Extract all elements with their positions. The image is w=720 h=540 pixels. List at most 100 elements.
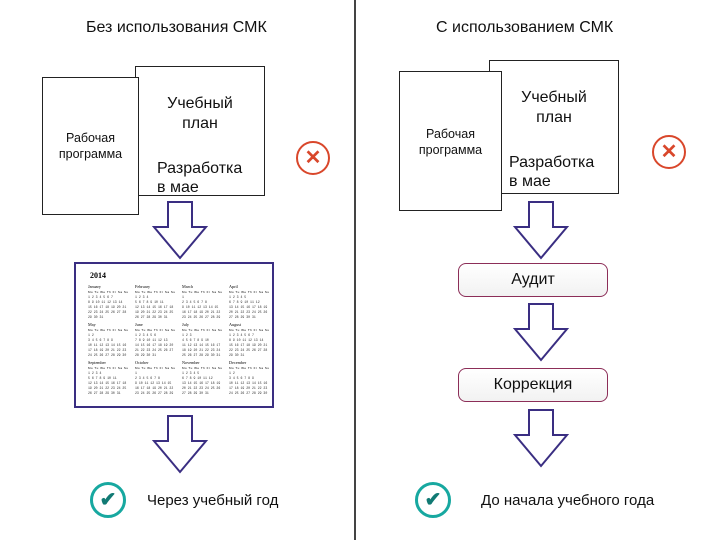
calendar-day-row: 1 2 3 4 5 6 7 <box>229 333 254 337</box>
calendar-month-label: July <box>182 322 190 327</box>
left-result-text: Через учебный год <box>147 492 279 509</box>
calendar-day-row: 19 20 21 22 23 24 25 <box>135 310 173 314</box>
calendar-day-row: 21 22 23 24 25 26 27 <box>135 348 173 352</box>
calendar-weekday-row: Mo Tu We Th Fr Sa Su <box>88 290 128 294</box>
right-result-text: До начала учебного года <box>481 492 655 509</box>
calendar-day-row: 6 7 8 9 10 11 12 <box>182 376 213 380</box>
calendar-weekday-row: Mo Tu We Th Fr Sa Su <box>135 328 175 332</box>
calendar-day-row: 28 29 30 31 <box>135 353 156 357</box>
calendar-day-row: 22 23 24 25 26 27 28 <box>88 310 126 314</box>
calendar-day-row: 1 <box>182 295 184 299</box>
calendar-day-row: 9 10 11 12 13 14 15 <box>182 305 218 309</box>
calendar-weekday-row: Mo Tu We Th Fr Sa Su <box>88 366 128 370</box>
calendar-weekday-row: Mo Tu We Th Fr Sa Su <box>229 366 269 370</box>
calendar-month-label: June <box>135 322 143 327</box>
calendar-day-row: 14 15 16 17 18 19 20 <box>135 343 173 347</box>
audit-stage: Аудит <box>458 263 608 297</box>
calendar-day-row: 1 2 <box>229 371 235 375</box>
calendar-day-row: 12 13 14 15 16 17 18 <box>135 305 173 309</box>
calendar-weekday-row: Mo Tu We Th Fr Sa Su <box>229 328 269 332</box>
left-work-program-card <box>42 77 139 215</box>
calendar-day-row: 13 14 15 16 17 18 19 <box>229 305 267 309</box>
calendar-day-row: 27 28 29 30 31 <box>229 315 256 319</box>
calendar-day-row: 1 2 3 <box>182 333 192 337</box>
calendar-day-row: 2 3 4 5 6 7 8 <box>135 376 160 380</box>
right-curriculum-label: Учебный план <box>521 89 587 126</box>
right-heading: С использованием СМК <box>436 19 614 36</box>
column-divider <box>354 0 356 540</box>
calendar-day-row: 27 28 29 30 31 <box>182 391 209 395</box>
calendar-month-label: May <box>88 322 97 327</box>
left-curriculum-label: Учебный план <box>167 95 233 132</box>
calendar-day-row: 2 3 4 5 6 7 8 <box>182 300 207 304</box>
calendar-day-row: 3 4 5 6 7 8 9 <box>229 376 254 380</box>
right-development-label: Разработка в мае <box>509 154 595 190</box>
left-heading: Без использования СМК <box>86 19 267 36</box>
calendar-day-row: 5 6 7 8 9 10 11 <box>135 300 164 304</box>
calendar-day-row: 9 10 11 12 13 14 15 <box>135 381 171 385</box>
right-checkmark-icon: ✔ <box>415 482 451 518</box>
calendar-day-row: 17 18 19 20 21 22 23 <box>229 386 267 390</box>
calendar-day-row: 16 17 18 19 20 21 22 <box>135 386 173 390</box>
calendar-day-row: 25 26 27 28 29 30 31 <box>182 353 220 357</box>
right-arrow-3 <box>512 409 570 468</box>
calendar-day-row: 1 2 3 4 5 6 <box>135 333 156 337</box>
calendar-month-label: March <box>182 284 194 289</box>
calendar-weekday-row: Mo Tu We Th Fr Sa Su <box>135 290 175 294</box>
right-arrow-1 <box>512 201 570 260</box>
calendar-day-row: 1 <box>135 371 137 375</box>
calendar-day-row: 1 2 3 4 5 <box>182 371 199 375</box>
calendar-day-row: 10 11 12 13 14 15 16 <box>229 381 267 385</box>
calendar-day-row: 22 23 24 25 26 27 28 <box>229 348 267 352</box>
calendar-day-row: 15 16 17 18 19 20 21 <box>88 305 126 309</box>
calendar-weekday-row: Mo Tu We Th Fr Sa Su <box>88 328 128 332</box>
left-cross-icon: ✕ <box>296 141 330 175</box>
calendar-day-row: 1 2 3 4 <box>135 295 148 299</box>
calendar-day-row: 1 2 3 4 5 6 7 <box>88 295 113 299</box>
calendar-day-row: 29 30 31 <box>88 315 103 319</box>
calendar-day-row: 29 30 31 <box>229 353 244 357</box>
calendar-day-row: 7 8 9 10 11 12 13 <box>135 338 168 342</box>
calendar-month-label: August <box>229 322 242 327</box>
calendar-day-row: 18 19 20 21 22 23 24 <box>182 348 220 352</box>
right-work-program-card <box>399 71 502 211</box>
calendar-day-row: 1 2 3 4 5 <box>229 295 246 299</box>
calendar-day-row: 24 25 26 27 28 29 30 <box>229 391 267 395</box>
calendar-day-row: 12 13 14 15 16 17 18 <box>88 381 126 385</box>
right-work-program-label: Рабочая программа <box>418 127 483 157</box>
calendar-day-row: 6 7 8 9 10 11 12 <box>229 300 260 304</box>
calendar-month-label: April <box>229 284 239 289</box>
calendar-day-row: 23 24 25 26 27 28 29 <box>135 391 173 395</box>
calendar-month-label: October <box>135 360 149 365</box>
calendar-day-row: 17 18 19 20 21 22 23 <box>88 348 126 352</box>
calendar-day-row: 15 16 17 18 19 20 21 <box>229 343 267 347</box>
calendar-day-row: 1 2 3 4 <box>88 371 101 375</box>
left-curriculum-card <box>135 66 265 196</box>
calendar-day-row: 8 9 10 11 12 13 14 <box>88 300 123 304</box>
calendar-day-row: 4 5 6 7 8 9 10 <box>182 338 209 342</box>
calendar-day-row: 3 4 5 6 7 8 9 <box>88 338 113 342</box>
calendar-year: 2014 <box>90 271 106 280</box>
right-arrow-2 <box>512 303 570 362</box>
calendar-day-row: 24 25 26 27 28 29 30 <box>88 353 126 357</box>
calendar-weekday-row: Mo Tu We Th Fr Sa Su <box>135 366 175 370</box>
calendar-weekday-row: Mo Tu We Th Fr Sa Su <box>182 290 222 294</box>
calendar-weekday-row: Mo Tu We Th Fr Sa Su <box>229 290 269 294</box>
left-arrow-2 <box>151 415 209 474</box>
calendar-day-row: 8 9 10 11 12 13 14 <box>229 338 264 342</box>
calendar-day-row: 26 27 28 29 30 31 <box>88 391 121 395</box>
calendar-weekday-row: Mo Tu We Th Fr Sa Su <box>182 328 222 332</box>
calendar-month-label: November <box>182 360 200 365</box>
calendar-month-label: February <box>135 284 151 289</box>
calendar-day-row: 10 11 12 13 14 15 16 <box>88 343 126 347</box>
calendar-day-row: 5 6 7 8 9 10 11 <box>88 376 117 380</box>
right-curriculum-card <box>489 60 619 194</box>
calendar-day-row: 19 20 21 22 23 24 25 <box>88 386 126 390</box>
calendar-day-row: 26 27 28 29 30 31 <box>135 315 168 319</box>
right-cross-icon: ✕ <box>652 135 686 169</box>
calendar-day-row: 20 21 22 23 24 25 26 <box>229 310 267 314</box>
